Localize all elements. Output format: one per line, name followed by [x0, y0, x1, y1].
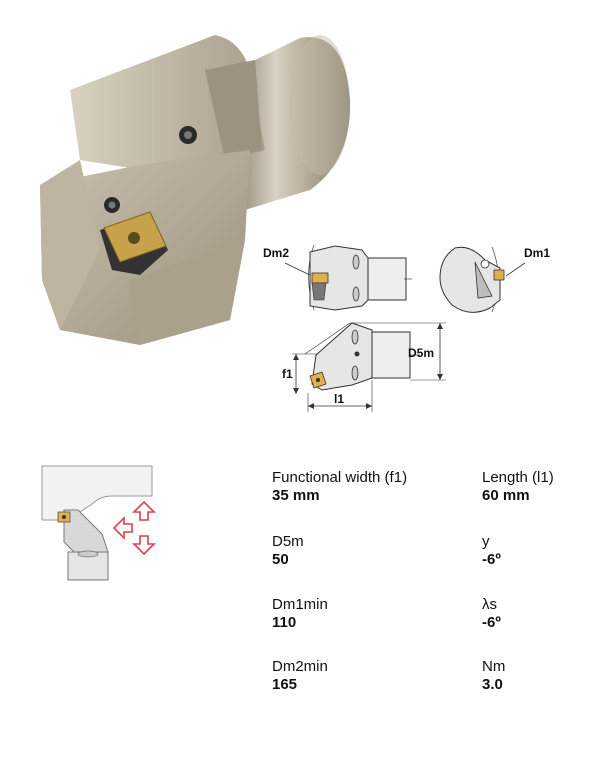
spec-dm2min: Dm2min 165 — [272, 658, 472, 694]
f1-label: f1 — [282, 367, 293, 381]
dm2-label: Dm2 — [263, 246, 290, 260]
spec-value: 35 mm — [272, 487, 320, 504]
d5m-label: D5m — [408, 346, 435, 360]
spec-value: 165 — [272, 676, 298, 693]
spec-value: 110 — [272, 614, 297, 631]
spec-value: -6º — [482, 551, 501, 568]
spec-label: Functional width (f1) — [272, 469, 408, 486]
spec-label: y — [482, 533, 490, 550]
spec-label: λs — [482, 596, 497, 613]
spec-lambda-s: λs -6º — [482, 596, 592, 632]
application-pictogram — [41, 465, 156, 581]
spec-label: Dm1min — [272, 596, 328, 613]
spec-label: Length (l1) — [482, 469, 554, 486]
spec-label: Dm2min — [272, 658, 328, 675]
spec-functional-width: Functional width (f1) 35 mm — [272, 469, 472, 505]
spec-value: -6º — [482, 614, 501, 631]
l1-label: l1 — [334, 392, 345, 406]
spec-y: y -6º — [482, 533, 592, 569]
spec-value: 3.0 — [482, 676, 503, 693]
spec-label: Nm — [482, 658, 506, 675]
spec-d5m: D5m 50 — [272, 533, 472, 569]
spec-nm: Nm 3.0 — [482, 658, 592, 694]
spec-value: 60 mm — [482, 487, 530, 504]
spec-value: 50 — [272, 551, 289, 568]
spec-label: D5m — [272, 533, 304, 550]
spec-length: Length (l1) 60 mm — [482, 469, 592, 505]
dm1-label: Dm1 — [524, 246, 551, 260]
spec-dm1min: Dm1min 110 — [272, 596, 472, 632]
